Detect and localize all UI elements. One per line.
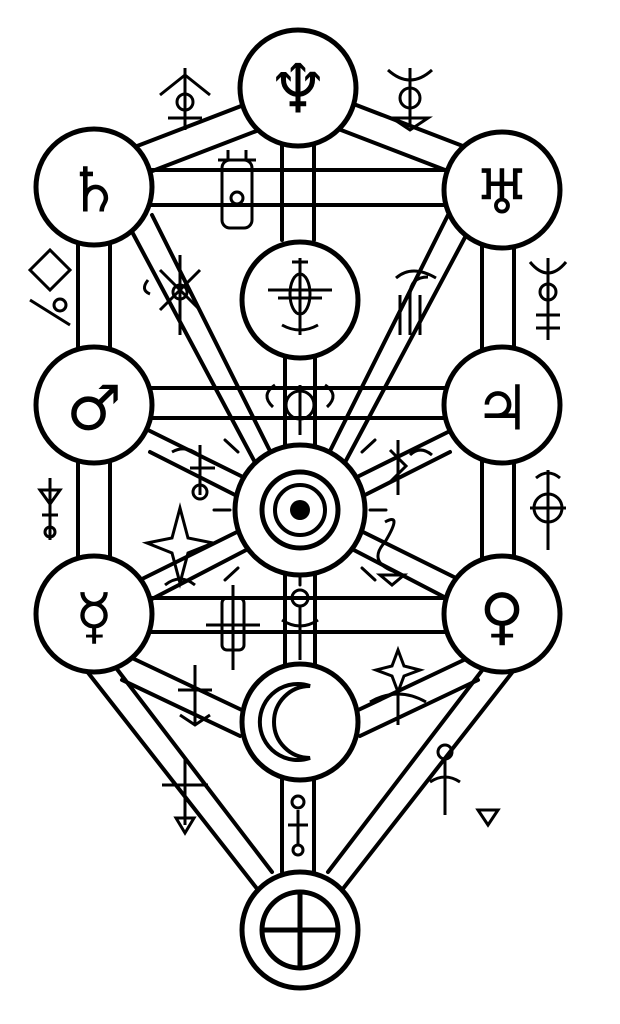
channel-jupiter-sun — [353, 428, 454, 502]
venus-icon: ♀ — [479, 580, 524, 653]
sigil-mercury-venus-right — [281, 588, 319, 660]
channel-neptune-saturn — [130, 96, 274, 177]
channel-mercury-earth — [80, 658, 274, 892]
channel-saturn-sun — [128, 213, 274, 470]
channel-uranus-sun — [326, 213, 472, 470]
sigil-top-left — [159, 68, 211, 130]
channel-mercury-venus — [148, 596, 447, 634]
sigil-venus-path — [375, 518, 409, 587]
sigil-mercury-star — [141, 502, 219, 589]
moon-icon — [257, 682, 311, 762]
sigil-center-serpent — [265, 383, 335, 435]
sigil-mars-path — [171, 445, 215, 501]
sun-rays — [212, 438, 388, 587]
sigil-uranus-path — [395, 269, 437, 335]
mercury-circle — [33, 553, 155, 675]
channel-sun-moon — [283, 558, 317, 682]
sigil-saturn-uranus — [218, 150, 256, 230]
sigil-right-upper — [528, 258, 568, 340]
saturn-icon: ♄ — [66, 154, 122, 227]
channel-saturn-uranus — [148, 168, 447, 207]
sigil-saturn-path — [143, 255, 202, 335]
uranus-circle — [441, 129, 563, 251]
channel-neptune-sun — [280, 138, 316, 242]
sigil-lower-left — [178, 665, 212, 727]
channel-neptune-uranus — [326, 96, 470, 177]
earth-icon — [259, 889, 341, 971]
sigil-top-right — [386, 68, 434, 132]
sigil-jupiter-path — [388, 440, 433, 495]
channel-venus-earth — [326, 658, 520, 892]
channel-mercury-sun — [138, 526, 252, 602]
venus-circle — [441, 553, 563, 675]
channel-saturn-mars — [76, 230, 112, 354]
sigil-left-upper — [27, 247, 73, 327]
jupiter-icon: ♃ — [474, 372, 530, 445]
uranus-icon: ♅ — [474, 156, 530, 229]
mercury-icon: ☿ — [75, 580, 113, 653]
sun-icon — [259, 469, 341, 551]
sigil-icon — [268, 258, 332, 335]
sigil-lower-right-star — [369, 645, 427, 725]
channel-jupiter-venus — [480, 453, 516, 562]
jupiter-circle — [441, 344, 563, 466]
mars-icon: ♂ — [66, 372, 122, 445]
channel-mars-sun — [146, 428, 247, 502]
sigil-right-middle — [530, 470, 566, 550]
sigil-lower-right-path — [429, 743, 501, 828]
channel-venus-sun — [348, 526, 462, 602]
sigil-left-middle — [37, 478, 63, 540]
neptune-circle — [237, 27, 359, 149]
sigil-moon-earth-path — [288, 794, 308, 857]
decorative-sigils — [27, 68, 568, 857]
channel-mercury-moon — [120, 656, 248, 738]
sigil-lower-left-path — [162, 758, 208, 836]
mars-circle — [33, 344, 155, 466]
neptune-icon: ♆ — [268, 51, 329, 130]
sigil-mercury-venus-left — [206, 585, 260, 670]
saturn-circle — [33, 126, 155, 248]
channel-mars-mercury — [76, 453, 112, 562]
channel-venus-moon — [352, 656, 480, 738]
channel-uranus-jupiter — [480, 230, 516, 354]
